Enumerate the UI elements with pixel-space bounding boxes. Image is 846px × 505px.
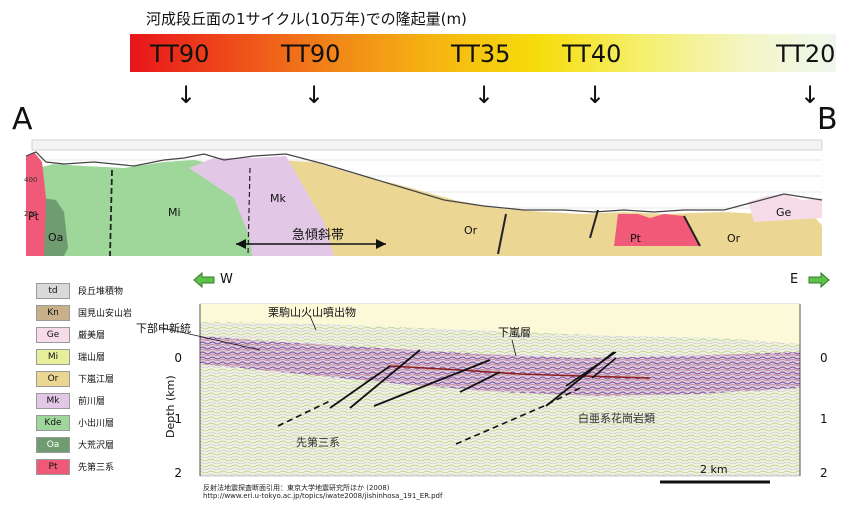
depth-axis-label: Depth (km) <box>164 375 177 438</box>
legend-swatch: Oa <box>36 437 70 453</box>
legend-swatch: td <box>36 283 70 299</box>
gradient-label-1: TT90 <box>150 40 210 68</box>
unit-label: Mi <box>168 206 181 219</box>
depth-tick-1-right: 1 <box>820 412 828 426</box>
gradient-label-2: TT90 <box>281 40 341 68</box>
east-label: E <box>790 272 799 287</box>
down-arrow-icon: ↓ <box>585 81 606 109</box>
unit-label: Or <box>464 224 478 237</box>
legend-swatch: Mk <box>36 393 70 409</box>
unit-label: Mk <box>270 192 286 205</box>
west-arrow-icon <box>193 272 215 288</box>
down-arrow-icon: ↓ <box>304 81 325 109</box>
unit-label: Pt <box>630 232 642 245</box>
legend-label: 前川層 <box>78 397 106 407</box>
legend-swatch: Kde <box>36 415 70 431</box>
endpoint-a: A <box>12 102 33 137</box>
legend-swatch: Mi <box>36 349 70 365</box>
legend-label: 下嵐江層 <box>78 375 115 385</box>
granite-label: 白亜系花崗岩類 <box>578 411 655 425</box>
depth-axis-label-box: Depth (km) <box>164 375 177 438</box>
depth-tick-2-right: 2 <box>820 466 828 480</box>
unit-label: Or <box>727 232 741 245</box>
west-label: W <box>220 272 233 287</box>
depth-tick-0-right: 0 <box>820 351 828 365</box>
lower-miocene-label: 下部中新統 <box>136 322 191 335</box>
legend-swatch: Kn <box>36 305 70 321</box>
depth-tick-1: 1 <box>174 412 182 426</box>
uplift-gradient-bar <box>130 34 836 72</box>
legend-swatch: Pt <box>36 459 70 475</box>
legend-label: 瑞山層 <box>78 353 106 363</box>
legend-label: 大荒沢層 <box>78 441 115 451</box>
down-arrow-icon: ↓ <box>474 81 495 109</box>
gradient-label-4: TT40 <box>562 40 622 68</box>
depth-tick-0: 0 <box>174 351 182 365</box>
steep-zone-label: 急傾斜帯 <box>292 228 344 243</box>
unit-label: Pt <box>28 210 40 223</box>
legend-label: 厳美層 <box>78 331 106 341</box>
east-arrow-icon <box>808 272 830 288</box>
source-citation-line1: 反射法地震探査断面引用：東京大学地震研究所ほか (2008) <box>203 484 390 492</box>
seismic-reflection-section: 栗駒山火山噴出物 下嵐層 白亜系花崗岩類 先第三系 0 1 2 0 1 2 2 … <box>160 303 828 484</box>
shimoarashie-label: 下嵐層 <box>498 326 531 339</box>
gradient-label-3: TT35 <box>451 40 511 68</box>
geologic-cross-section: Pt Oa Mi Mk Or Or Pt Ge 急傾斜帯 400 200 <box>24 138 836 268</box>
legend-label: 段丘堆積物 <box>78 287 124 297</box>
legend-swatch: Or <box>36 371 70 387</box>
legend-label: 国見山安山岩 <box>78 309 133 319</box>
legend-swatch: Ge <box>36 327 70 343</box>
figure-title: 河成段丘面の1サイクル(10万年)での隆起量(m) <box>146 10 467 28</box>
pre-tertiary-label: 先第三系 <box>296 435 340 449</box>
endpoint-b: B <box>817 102 838 137</box>
unit-label: Oa <box>48 231 63 244</box>
elevation-tick: 400 <box>24 176 37 184</box>
legend-label: 先第三系 <box>78 463 115 473</box>
down-arrow-icon: ↓ <box>800 81 821 109</box>
elevation-tick: 200 <box>24 210 37 218</box>
legend-label: 小出川層 <box>78 419 115 429</box>
down-arrow-icon: ↓ <box>176 81 197 109</box>
depth-tick-2: 2 <box>174 466 182 480</box>
volcanic-label: 栗駒山火山噴出物 <box>268 305 356 319</box>
unit-label: Ge <box>776 206 792 219</box>
source-citation-line2: http://www.eri.u-tokyo.ac.jp/topics/iwat… <box>203 492 443 500</box>
scale-bar-label: 2 km <box>700 463 728 476</box>
gradient-label-5: TT20 <box>776 40 836 68</box>
